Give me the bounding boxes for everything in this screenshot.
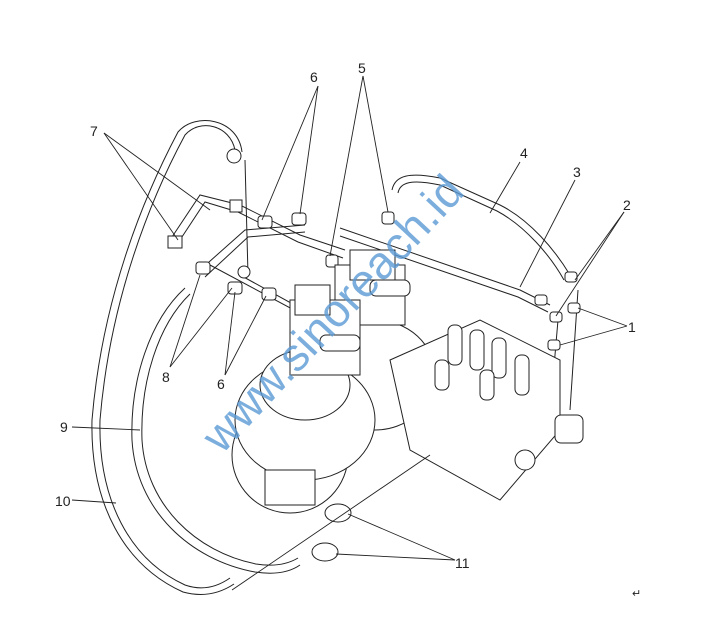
label-4: 4	[520, 145, 528, 161]
label-11: 11	[455, 555, 470, 571]
label-8: 8	[162, 369, 170, 385]
label-5: 5	[358, 60, 366, 76]
label-1: 1	[628, 319, 636, 335]
hose-10	[91, 120, 243, 595]
label-7: 7	[90, 123, 98, 139]
swing-motor-front	[231, 284, 376, 514]
label-2: 2	[623, 197, 631, 213]
hose-9	[131, 287, 301, 574]
label-3: 3	[573, 164, 581, 180]
return-mark: ↵	[632, 588, 641, 600]
label-6-top: 6	[310, 69, 318, 85]
label-6-bottom: 6	[217, 376, 225, 392]
pipe-4	[391, 174, 571, 281]
label-9: 9	[60, 419, 68, 435]
label-10: 10	[55, 493, 71, 509]
leader-lines	[71, 75, 628, 591]
control-valve	[389, 319, 584, 501]
hose-7	[167, 194, 346, 278]
flange-11	[311, 503, 352, 562]
fittings	[195, 211, 581, 351]
